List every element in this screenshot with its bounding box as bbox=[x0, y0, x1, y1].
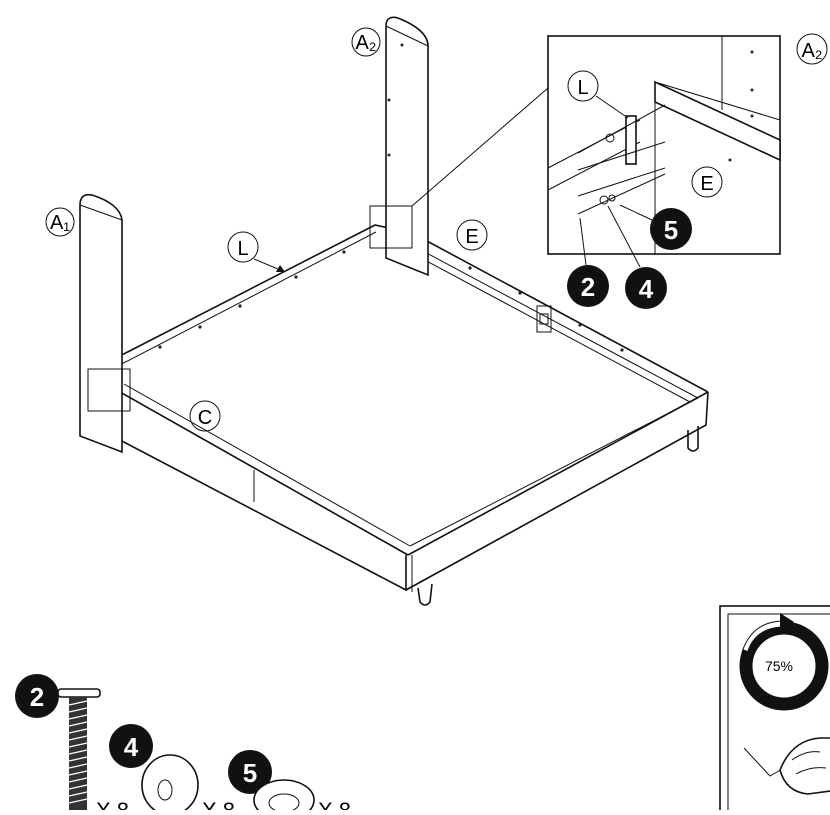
rotate-arrow-icon bbox=[780, 613, 794, 630]
hw-callout-2: 2 bbox=[30, 682, 44, 712]
label-a2: A₂ bbox=[355, 32, 376, 54]
hw-callout-4: 4 bbox=[124, 732, 139, 762]
hand-icon bbox=[779, 737, 830, 795]
inset-label-e: E bbox=[700, 173, 713, 195]
side-rail-l bbox=[111, 224, 413, 361]
inset-label-l: L bbox=[577, 77, 588, 99]
callout-4: 4 bbox=[639, 274, 654, 304]
detail-box-left bbox=[87, 368, 131, 412]
flat-washer-icon bbox=[141, 754, 199, 815]
front-rail-c bbox=[119, 391, 409, 556]
tool-box: 75% bbox=[719, 605, 830, 815]
label-e: E bbox=[465, 226, 478, 248]
qty-flat-washer: X 8 bbox=[202, 798, 235, 810]
label-l: L bbox=[237, 238, 248, 260]
lock-washer-icon bbox=[253, 779, 315, 815]
label-c: C bbox=[198, 407, 212, 429]
inset-label-a2: A₂ bbox=[801, 40, 822, 62]
rail-holes bbox=[158, 250, 624, 352]
callout-5: 5 bbox=[664, 215, 678, 245]
center-bracket bbox=[536, 305, 552, 333]
hex-key-icon bbox=[743, 747, 785, 777]
torque-label: 75% bbox=[765, 658, 793, 674]
bolt-icon bbox=[57, 688, 101, 698]
headboard-a2: A₂ bbox=[351, 16, 549, 277]
headboard-a1: A₁ bbox=[45, 193, 131, 454]
part-callouts: 5 2 4 bbox=[567, 204, 692, 309]
torque-ring bbox=[739, 621, 829, 711]
end-rail-e bbox=[411, 232, 709, 393]
hardware-list: 2 X 8 4 X 8 5 X 8 bbox=[15, 674, 351, 815]
qty-bolt: X 8 bbox=[96, 798, 129, 810]
detail-box-right bbox=[369, 205, 413, 249]
callout-2: 2 bbox=[581, 272, 595, 302]
label-a1: A₁ bbox=[50, 212, 70, 234]
hw-callout-5: 5 bbox=[243, 758, 257, 788]
qty-lock-washer: X 8 bbox=[318, 798, 351, 810]
main-labels: L E C bbox=[189, 219, 488, 432]
inset-detail: A₂ L E bbox=[547, 33, 828, 255]
